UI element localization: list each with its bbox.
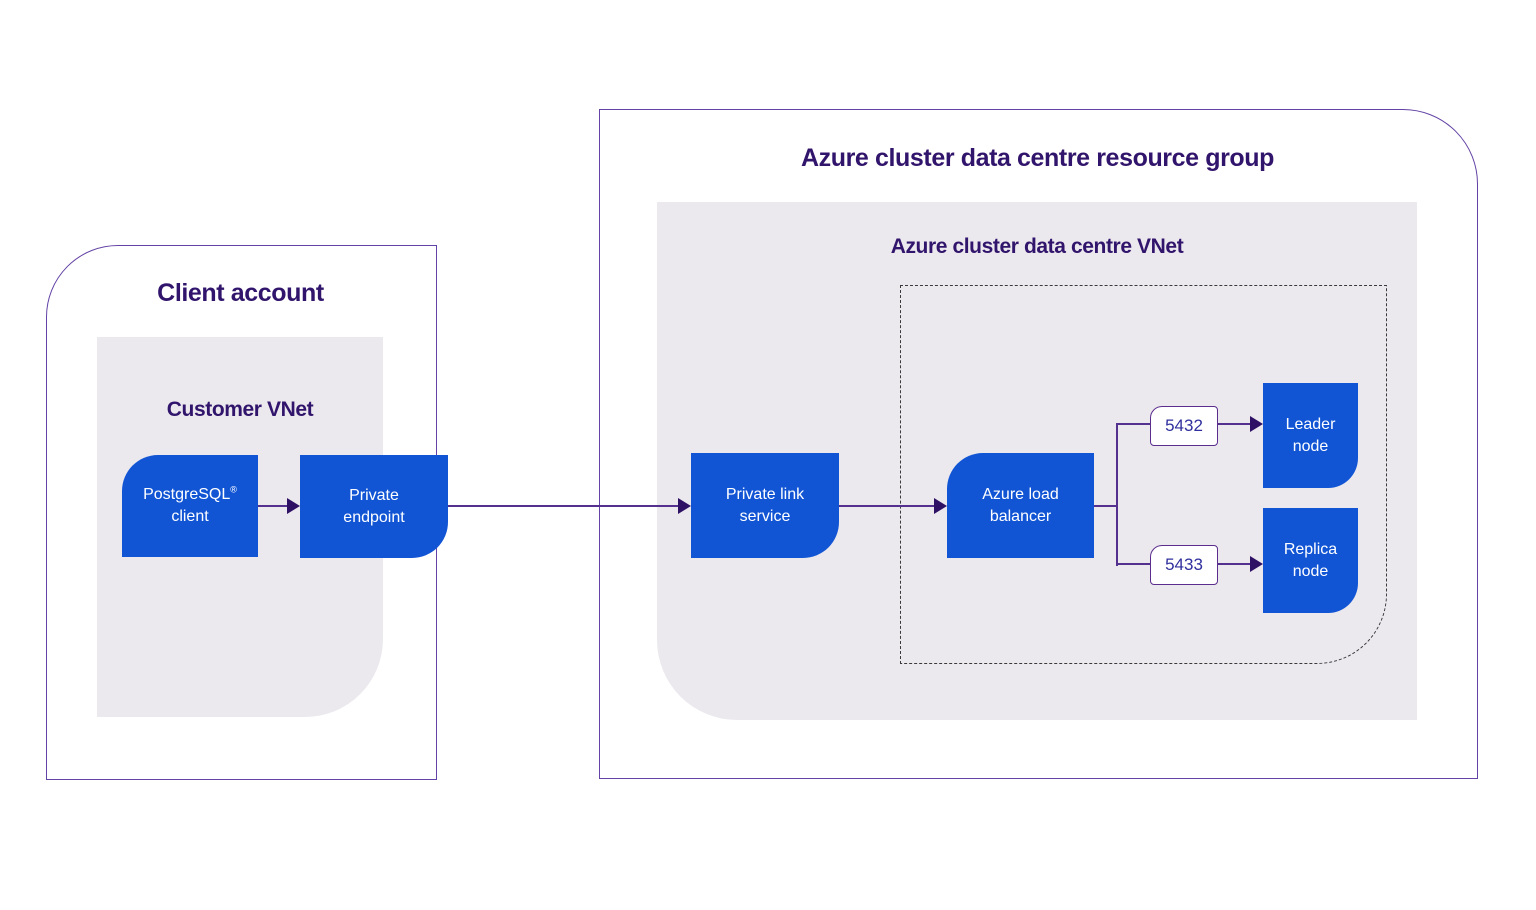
connector-endpoint-to-private-link (448, 505, 680, 507)
azure-load-balancer-label: Azure load balancer (982, 485, 1059, 525)
connector-private-link-to-load-balancer (839, 505, 936, 507)
arrowhead-private-link-icon (678, 498, 691, 514)
private-endpoint-node: Private endpoint (300, 455, 448, 558)
connector-port-5433-to-replica (1216, 563, 1252, 565)
connector-junction-vertical (1116, 423, 1118, 566)
resource-group-title: Azure cluster data centre resource group (800, 144, 1275, 172)
postgresql-client-label: PostgreSQL® client (143, 484, 237, 525)
postgresql-client-node: PostgreSQL® client (122, 455, 258, 557)
replica-node-label: Replica node (1283, 540, 1338, 580)
cluster-dashed-boundary (900, 285, 1387, 664)
client-account-title: Client account (157, 279, 324, 307)
private-endpoint-label: Private endpoint (343, 486, 405, 526)
azure-vnet-title: Azure cluster data centre VNet (890, 235, 1184, 258)
port-5433-chip: 5433 (1150, 545, 1218, 585)
connector-postgres-to-endpoint (256, 505, 290, 507)
private-link-service-label: Private link service (725, 485, 805, 525)
arrowhead-replica-icon (1250, 556, 1263, 572)
customer-vnet-title: Customer VNet (166, 398, 314, 421)
arrowhead-load-balancer-icon (934, 498, 947, 514)
registered-trademark-symbol: ® (230, 484, 237, 495)
connector-load-balancer-stub (1094, 505, 1118, 507)
connector-junction-to-port-5433 (1116, 563, 1150, 565)
arrowhead-endpoint-icon (287, 498, 300, 514)
private-link-service-node: Private link service (691, 453, 839, 558)
connector-junction-to-port-5432 (1116, 423, 1150, 425)
azure-load-balancer-node: Azure load balancer (947, 453, 1094, 558)
leader-node: Leader node (1263, 383, 1358, 488)
replica-node: Replica node (1263, 508, 1358, 613)
connector-port-5432-to-leader (1216, 423, 1252, 425)
port-5432-chip: 5432 (1150, 406, 1218, 446)
leader-node-label: Leader node (1285, 415, 1336, 455)
arrowhead-leader-icon (1250, 416, 1263, 432)
resource-group-box (599, 109, 1478, 779)
